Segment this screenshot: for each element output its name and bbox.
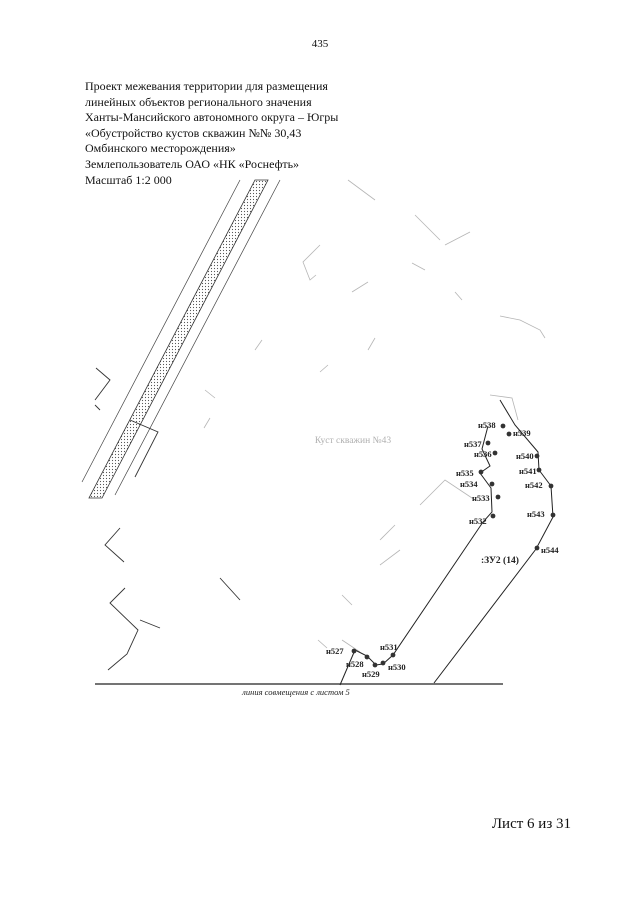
header-line: Проект межевания территории для размещен… bbox=[85, 79, 328, 93]
survey-point-marker bbox=[489, 481, 495, 487]
survey-point-labels: н538 н539 н537 н536 н540 н541 н535 н534 … bbox=[326, 420, 559, 679]
survey-point-label: н531 bbox=[380, 642, 398, 652]
survey-point-label: н532 bbox=[469, 516, 487, 526]
survey-point-marker bbox=[390, 652, 396, 658]
alignment-line-label: линия совмещения с листом 5 bbox=[241, 687, 350, 697]
survey-point-marker bbox=[534, 545, 540, 551]
survey-point-label: н535 bbox=[456, 468, 474, 478]
sheet-number: Лист 6 из 31 bbox=[491, 816, 571, 832]
survey-point-marker bbox=[495, 494, 501, 500]
survey-point-label: н533 bbox=[472, 493, 490, 503]
survey-point-marker bbox=[380, 660, 386, 666]
document-header: Проект межевания территории для размещен… bbox=[85, 79, 338, 188]
survey-point-marker bbox=[536, 467, 542, 473]
survey-point-marker bbox=[485, 440, 491, 446]
road-edge-line bbox=[81, 179, 241, 483]
well-pad-label: Куст скважин №43 bbox=[315, 436, 391, 446]
survey-point-marker bbox=[372, 662, 378, 668]
survey-point-marker bbox=[506, 431, 512, 437]
road-strip bbox=[88, 179, 269, 499]
survey-point-marker bbox=[550, 512, 556, 518]
survey-point-label: н541 bbox=[519, 466, 537, 476]
parcel-label: :ЗУ2 (14) bbox=[481, 555, 519, 566]
page-number: 435 bbox=[311, 38, 329, 50]
road-edge-line bbox=[114, 179, 281, 496]
survey-point-marker bbox=[478, 469, 484, 475]
header-line: Ханты-Мансийского автономного округа – Ю… bbox=[85, 110, 339, 125]
survey-point-label: н537 bbox=[464, 439, 482, 449]
survey-point-marker bbox=[490, 513, 496, 519]
survey-point-label: н534 bbox=[460, 479, 478, 489]
survey-point-label: н538 bbox=[478, 420, 496, 430]
survey-point-label: н529 bbox=[362, 669, 380, 679]
survey-point-marker bbox=[548, 483, 554, 489]
header-line: Омбинского месторождения» bbox=[85, 141, 236, 156]
cadastral-boundaries bbox=[94, 367, 241, 671]
survey-point-label: н539 bbox=[513, 428, 531, 438]
background-contours bbox=[203, 179, 546, 653]
survey-point-marker bbox=[351, 648, 357, 654]
survey-point-label: н540 bbox=[516, 451, 534, 461]
survey-point-label: н542 bbox=[525, 480, 543, 490]
header-line: линейных объектов регионального значения bbox=[85, 94, 312, 109]
survey-point-label: н543 bbox=[527, 509, 545, 519]
header-line: Землепользователь ОАО «НК «Роснефть» bbox=[85, 156, 300, 171]
survey-point-label: н527 bbox=[326, 646, 344, 656]
survey-point-marker bbox=[500, 423, 506, 429]
header-line-scale: Масштаб 1:2 000 bbox=[85, 172, 172, 187]
survey-point-label: н544 bbox=[541, 545, 559, 555]
survey-point-marker bbox=[364, 654, 370, 660]
survey-points bbox=[351, 423, 556, 668]
survey-point-marker bbox=[534, 453, 540, 459]
header-line: «Обустройство кустов скважин №№ 30,43 bbox=[85, 125, 302, 140]
survey-point-marker bbox=[492, 450, 498, 456]
survey-point-label: н528 bbox=[346, 659, 364, 669]
survey-point-label: н530 bbox=[388, 662, 406, 672]
survey-point-label: н536 bbox=[474, 449, 492, 459]
